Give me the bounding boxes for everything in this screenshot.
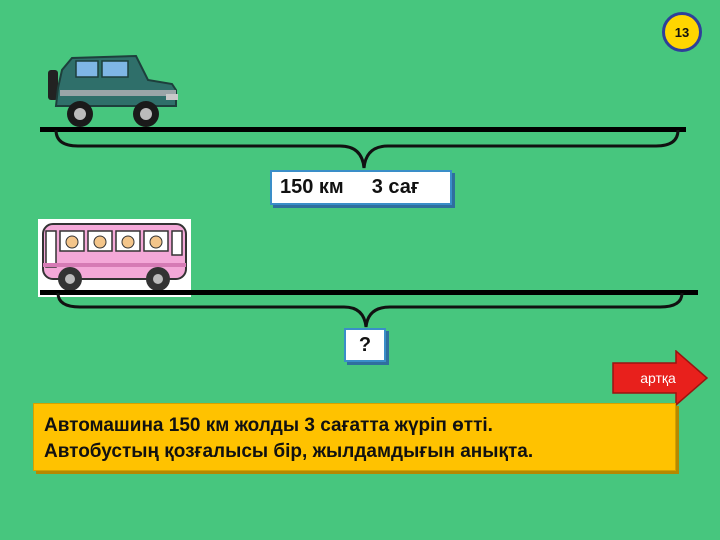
bus-distance-brace: [56, 292, 684, 328]
problem-line-1: Автомашина 150 км жолды 3 сағатта жүріп …: [44, 415, 493, 436]
problem-line-2: Автобустың қозғалысы бір, жылдамдығын ан…: [44, 441, 534, 462]
slide-number: 13: [674, 24, 690, 40]
distance-label: 150 км: [280, 176, 344, 198]
car-road-line: [40, 127, 686, 132]
bus-image: [38, 219, 191, 297]
bus-road-line: [40, 290, 698, 295]
slide-number-badge: 13: [662, 12, 702, 52]
time-label: 3 сағ: [371, 176, 420, 198]
back-button-label[interactable]: артқа: [640, 370, 676, 386]
question-mark: ?: [358, 333, 372, 356]
car-distance-brace: [54, 129, 680, 169]
problem-statement-box: Автомашина 150 км жолды 3 сағатта жүріп …: [33, 403, 676, 471]
back-arrow-button[interactable]: [612, 350, 708, 406]
car-image: [48, 54, 178, 127]
distance-time-box: 150 км 3 сағ: [270, 170, 452, 205]
unknown-value-box: ?: [344, 328, 386, 362]
